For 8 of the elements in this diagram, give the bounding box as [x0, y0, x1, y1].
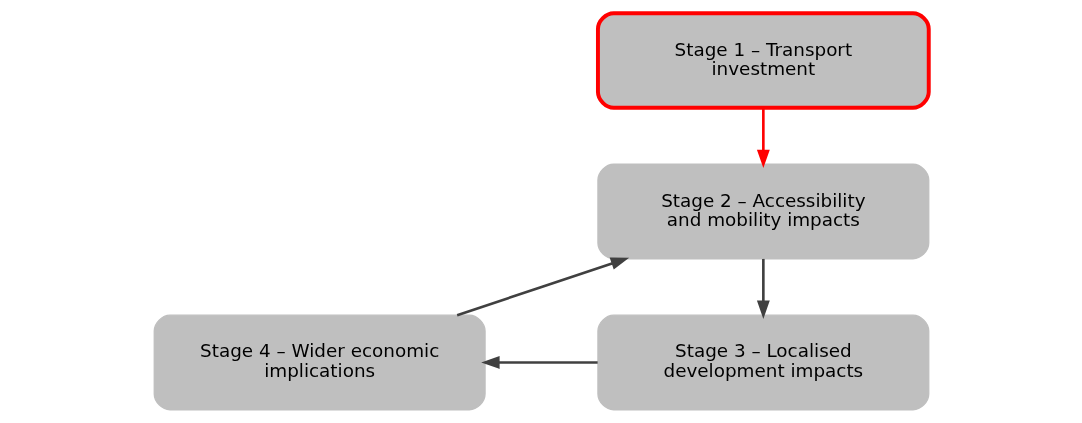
- arrow: [480, 356, 598, 369]
- arrow: [756, 107, 770, 169]
- node-box: Stage 4 – Wider economic implications: [153, 314, 486, 411]
- node-box: Stage 2 – Accessibility and mobility impacts: [596, 163, 929, 260]
- arrow: [756, 258, 770, 320]
- node-box: Stage 3 – Localised development impacts: [596, 314, 929, 411]
- arrow: [456, 257, 629, 317]
- node-box: Stage 1 – Transport investment: [595, 11, 931, 110]
